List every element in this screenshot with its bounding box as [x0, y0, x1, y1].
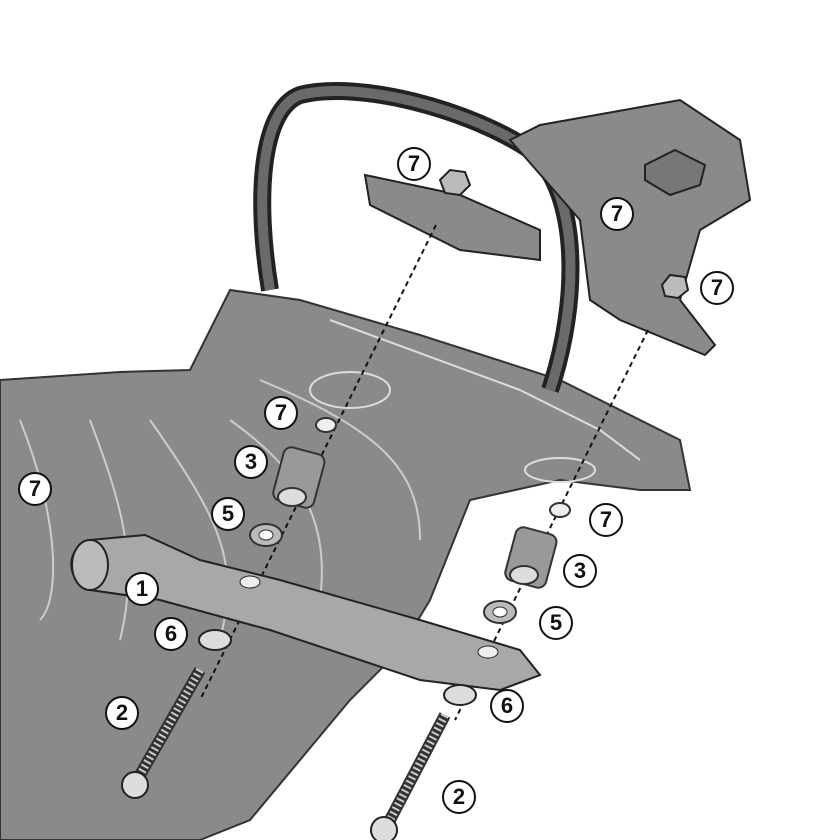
callout-part-3: 3	[563, 554, 597, 588]
callout-part-3: 3	[234, 445, 268, 479]
right-mounting-bracket	[508, 98, 752, 357]
lower-washer-right	[443, 684, 477, 706]
callout-part-7: 7	[589, 503, 623, 537]
callout-part-7: 7	[397, 147, 431, 181]
callout-part-7: 7	[600, 197, 634, 231]
callout-part-6: 6	[154, 617, 188, 651]
callout-part-7: 7	[264, 396, 298, 430]
nut-left	[438, 168, 472, 197]
motorcycle-tail-body	[0, 288, 692, 840]
callout-part-5: 5	[539, 606, 573, 640]
nut-right	[660, 273, 690, 300]
bolt-right	[384, 712, 451, 823]
lower-washer-left	[198, 629, 232, 651]
callout-part-5: 5	[211, 497, 245, 531]
callout-part-6: 6	[490, 689, 524, 723]
callout-part-7: 7	[700, 271, 734, 305]
callout-part-2: 2	[442, 780, 476, 814]
callout-part-7: 7	[18, 472, 52, 506]
callout-part-1: 1	[125, 572, 159, 606]
callout-part-2: 2	[105, 696, 139, 730]
